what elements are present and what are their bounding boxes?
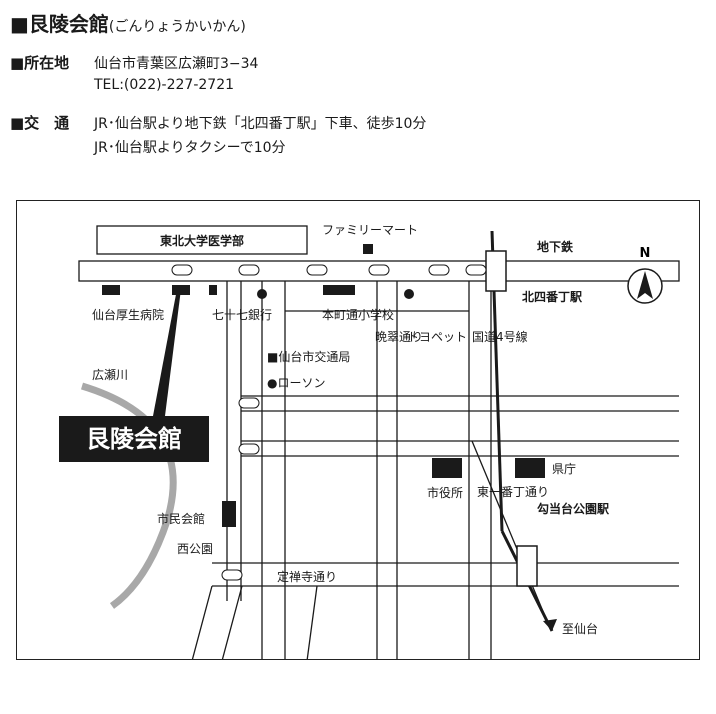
traffic-signals	[171, 264, 487, 581]
hirose-river	[80, 382, 177, 609]
familymart-label: ファミリーマート	[322, 223, 418, 237]
lawson-label: ●ローソン	[267, 376, 325, 390]
toyopet-label: トヨペット	[407, 330, 467, 344]
higashi-ichibancho-road	[471, 440, 548, 622]
shimin-kaikan-label: 市民会館	[157, 511, 205, 526]
venue-label-box	[59, 416, 209, 462]
nishi-park-label: 西公園	[177, 542, 213, 556]
tel-text: TEL:(022)-227-2721	[94, 77, 235, 93]
city-blocks	[78, 225, 680, 282]
north-pointer-icon	[637, 271, 653, 299]
venue-reading: (ごんりょうかいかん)	[108, 19, 246, 35]
higashi-ichibancho-label: 東一番丁通り	[477, 485, 549, 499]
bansui-dori-label: 晩翠通り	[375, 330, 423, 344]
north-label: N	[640, 246, 651, 261]
city-hall-label: 市役所	[427, 485, 463, 500]
to-sendai-label: 至仙台	[562, 621, 598, 636]
university-label: 東北大学医学部	[160, 233, 244, 248]
address-label: ■所在地	[10, 54, 70, 72]
kotodai-station-label: 勾当台公園駅	[537, 501, 610, 516]
bank77-label: 七十七銀行	[212, 308, 272, 322]
map-svg: 艮陵会館 東北大学医学部 ファミリーマート 地下鉄 北四番丁駅 仙台厚生病院 七…	[59, 223, 680, 659]
kotodai-station-box	[516, 545, 538, 587]
kitayonbancho-station-box	[485, 250, 507, 292]
honcho-school-label: 本町通小学校	[322, 307, 394, 322]
jozenji-dori-label: 定禅寺通り	[277, 569, 337, 584]
access-line-2: JR･仙台駅よりタクシーで10分	[94, 140, 286, 156]
access-label: ■交 通	[10, 114, 70, 132]
north-arrow: N	[627, 246, 663, 304]
university-block	[96, 225, 308, 255]
transport-bureau-label: ■仙台市交通局	[267, 349, 350, 364]
access-line-1: JR･仙台駅より地下鉄「北四番丁駅」下車、徒歩10分	[94, 116, 427, 132]
subway-line-label: 地下鉄	[537, 239, 573, 254]
hirose-river-label: 広瀬川	[92, 368, 128, 382]
building-markers	[102, 244, 545, 527]
venue-label: 艮陵会館	[86, 425, 182, 453]
route4-label: 国道4号線	[472, 329, 528, 344]
venue-pointer	[153, 289, 181, 416]
road-grid	[191, 281, 679, 659]
venue-name: ■艮陵会館	[10, 12, 109, 36]
address-text: 仙台市青葉区広瀬町3−34	[94, 56, 259, 72]
prefecture-office-label: 県庁	[552, 462, 576, 476]
access-map: 艮陵会館 東北大学医学部 ファミリーマート 地下鉄 北四番丁駅 仙台厚生病院 七…	[16, 200, 700, 660]
sendai-kosei-label: 仙台厚生病院	[92, 307, 164, 322]
venue-title: ■艮陵会館(ごんりょうかいかん)	[10, 8, 246, 37]
kitayonbancho-label: 北四番丁駅	[522, 289, 583, 304]
map-labels: 東北大学医学部 ファミリーマート 地下鉄 北四番丁駅 仙台厚生病院 七十七銀行 …	[92, 223, 610, 636]
